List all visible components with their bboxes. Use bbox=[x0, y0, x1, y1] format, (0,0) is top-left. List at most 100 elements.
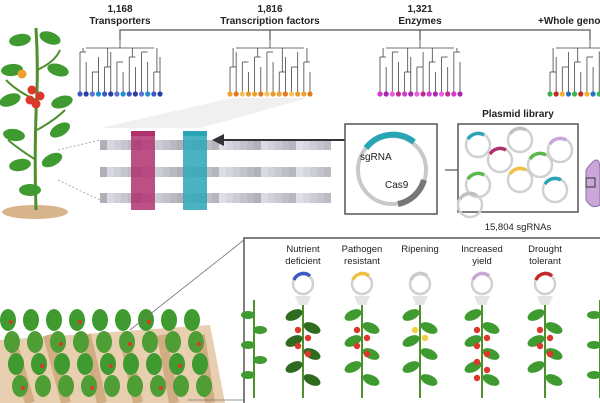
gene-leaf-marker bbox=[414, 91, 420, 97]
gene-leaf-marker bbox=[145, 91, 151, 97]
family-enzymes: 1,321 Enzymes bbox=[398, 4, 442, 27]
trait-label: Drought bbox=[528, 244, 562, 255]
gene-leaf-marker bbox=[227, 91, 233, 97]
tomato-plant-illustration bbox=[0, 27, 73, 219]
gene-leaf-marker bbox=[108, 91, 114, 97]
tomato-fruit bbox=[294, 326, 302, 334]
gene-leaf-marker bbox=[590, 91, 596, 97]
gene-leaf-marker bbox=[438, 91, 445, 97]
family-name: Transporters bbox=[89, 16, 151, 27]
trait-label: tolerant bbox=[529, 256, 561, 267]
sgrna-count: 15,804 sgRNAs bbox=[485, 222, 552, 233]
field-plant bbox=[73, 331, 89, 353]
dendrogram bbox=[379, 40, 461, 92]
tomato-fruit bbox=[294, 342, 302, 350]
field-plant bbox=[12, 375, 28, 397]
tomato-fruit bbox=[536, 326, 544, 334]
phenotype-ripening: Ripening bbox=[401, 244, 439, 398]
tomato-fruit bbox=[353, 326, 361, 334]
gene-leaf-marker bbox=[288, 91, 295, 97]
field-plant bbox=[35, 375, 51, 397]
field-plant bbox=[184, 309, 200, 331]
field-plant bbox=[119, 331, 135, 353]
field-plant bbox=[127, 375, 143, 397]
gene-leaf-marker bbox=[132, 91, 138, 97]
field-plant bbox=[77, 353, 93, 375]
tomato-fruit bbox=[35, 91, 45, 101]
tomato-fruit bbox=[473, 342, 481, 350]
tomato-fruit bbox=[473, 358, 481, 366]
trait-label: Nutrient bbox=[286, 244, 320, 255]
field-plant bbox=[4, 331, 20, 353]
gene-leaf-marker bbox=[377, 91, 383, 97]
library-plasmid-icon bbox=[506, 126, 534, 154]
field-plant bbox=[196, 375, 212, 397]
field-plant bbox=[104, 375, 120, 397]
gene-leaf-marker bbox=[270, 91, 276, 97]
gene-leaf-marker bbox=[95, 91, 102, 97]
gene-leaf-marker bbox=[239, 91, 245, 97]
family-name: +Whole geno bbox=[538, 16, 600, 27]
gene-leaf-marker bbox=[301, 91, 307, 97]
library-plasmid-icon bbox=[456, 191, 484, 219]
trait-label: Pathogen bbox=[342, 244, 383, 255]
field-plant bbox=[58, 375, 74, 397]
gene-leaf-marker bbox=[402, 91, 408, 97]
family-count: 1,168 bbox=[107, 4, 132, 15]
tomato-fruit bbox=[304, 350, 312, 358]
tomato-fruit bbox=[353, 342, 361, 350]
family-count: 1,816 bbox=[257, 4, 282, 15]
dendrogram bbox=[549, 40, 600, 92]
field-plant bbox=[23, 309, 39, 331]
gene-leaf-marker bbox=[596, 91, 600, 97]
family-transcription-factors: 1,816 Transcription factors bbox=[220, 4, 320, 27]
phenotype-plant-partial bbox=[241, 300, 267, 398]
sample-tube-icon bbox=[585, 159, 600, 208]
trait-label: Ripening bbox=[401, 244, 439, 255]
tomato-fruit bbox=[536, 342, 544, 350]
target-site-cap bbox=[131, 131, 155, 136]
gene-leaf-marker bbox=[138, 91, 145, 97]
gene-leaf-marker bbox=[151, 91, 157, 97]
field-plant bbox=[0, 309, 16, 331]
dendrogram bbox=[229, 40, 311, 92]
field-plant bbox=[81, 375, 97, 397]
field-plant bbox=[50, 331, 66, 353]
targeting-arrow bbox=[212, 134, 345, 146]
tomato-field-illustration bbox=[0, 309, 225, 403]
library-plasmid-icon bbox=[541, 176, 569, 204]
field-plant bbox=[169, 353, 185, 375]
tomato-fruit bbox=[411, 326, 419, 334]
tomato-fruit bbox=[473, 374, 481, 382]
trait-label: Increased bbox=[461, 244, 503, 255]
family-whole-genome: +Whole geno bbox=[538, 16, 600, 27]
field-plant bbox=[100, 353, 116, 375]
gene-leaf-marker bbox=[264, 91, 270, 97]
tomato-fruit bbox=[483, 366, 491, 374]
cas9-segment-icon bbox=[397, 179, 427, 207]
family-count: 1,321 bbox=[407, 4, 432, 15]
tomato-fruit bbox=[483, 334, 491, 342]
gene-leaf-marker bbox=[395, 91, 402, 97]
field-plant bbox=[192, 353, 208, 375]
field-plant bbox=[92, 309, 108, 331]
plasmid-library-panel: Plasmid library 15,804 sgRNAs bbox=[445, 109, 579, 233]
gene-leaf-marker bbox=[276, 91, 282, 97]
gene-leaf-marker bbox=[451, 91, 457, 97]
sgrna-segment-icon bbox=[363, 131, 416, 150]
field-plant bbox=[173, 375, 189, 397]
tomato-fruit bbox=[546, 350, 554, 358]
gene-leaf-marker bbox=[83, 91, 89, 97]
gene-leaf-marker bbox=[559, 91, 565, 97]
library-plasmid-icon bbox=[546, 136, 574, 164]
gene-leaf-marker bbox=[258, 91, 264, 97]
tomato-fruit bbox=[25, 95, 35, 105]
gene-family-dendrograms bbox=[77, 40, 600, 128]
trait-label: yield bbox=[472, 256, 492, 267]
gene-leaf-marker bbox=[547, 91, 553, 97]
field-plant bbox=[27, 331, 43, 353]
field-plant bbox=[8, 353, 24, 375]
